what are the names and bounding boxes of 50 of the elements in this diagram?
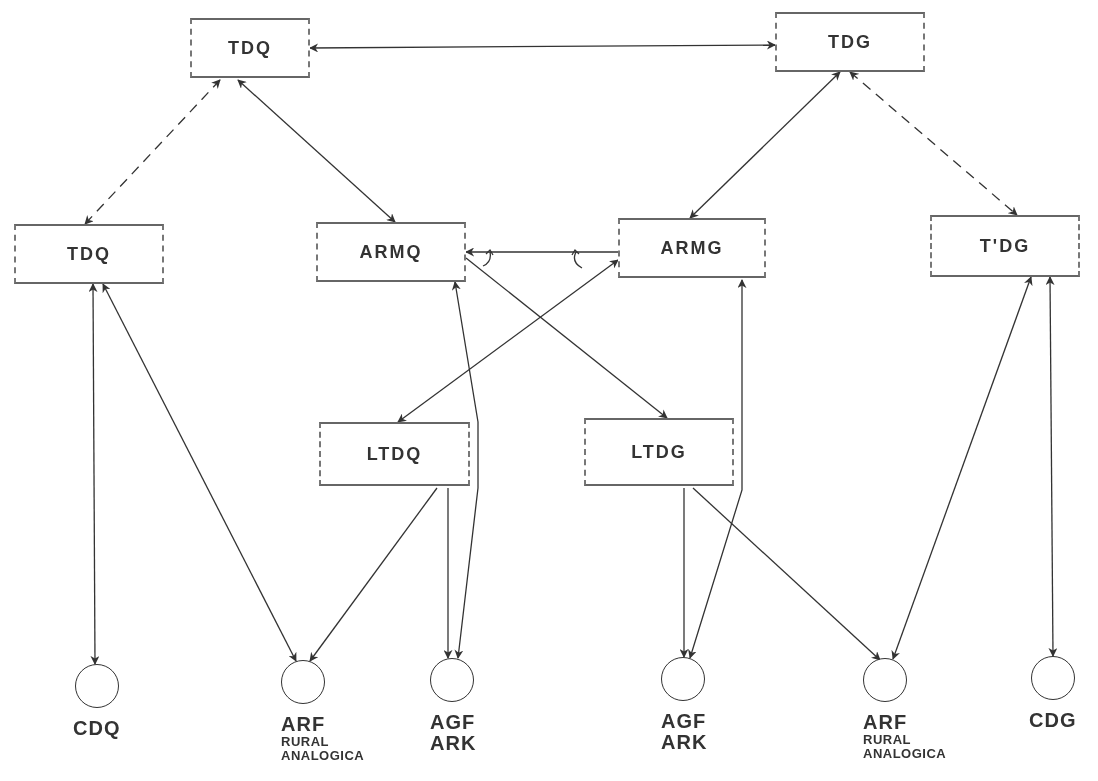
node-caption: CDG [1029,710,1077,731]
arrow [309,40,776,53]
arrow [689,71,841,219]
terminal-circle [863,658,907,702]
arrow [451,281,479,659]
box-label: TDQ [67,243,111,265]
process-box [930,215,1080,277]
process-box [319,422,470,486]
arrow [397,259,619,423]
arrow [443,487,453,659]
arrow [891,276,1033,660]
dashed-arrow [849,71,1018,216]
arrow [679,487,689,658]
terminal-circle [661,657,705,701]
box-label: TDG [828,31,872,53]
node-caption: AGF [661,711,707,732]
node-caption: RURAL ANALOGICA [863,733,947,761]
box-label: TDQ [228,37,272,59]
arrow [102,283,297,662]
arrow [237,79,396,223]
dashed-arrow [84,79,221,225]
node-caption: ARK [430,733,477,754]
node-caption: ARF [863,712,908,733]
arrow [309,487,438,662]
arrow [465,257,668,419]
terminal-circle [75,664,119,708]
arrow [692,487,881,661]
node-caption: ARK [661,732,708,753]
arrow [465,247,619,257]
box-label: T'DG [979,235,1031,257]
box-label: ARMQ [359,241,423,263]
node-caption: AGF [430,712,476,733]
node-caption: ARF [281,714,326,735]
process-box [775,12,925,72]
box-label: ARMG [660,237,724,259]
process-box [316,222,466,282]
box-label: LTDG [631,441,687,463]
arrow [88,283,100,665]
process-box [190,18,310,78]
arrow [688,279,747,659]
terminal-circle [430,658,474,702]
process-box [14,224,164,284]
terminal-circle [281,660,325,704]
process-box [584,418,734,486]
box-label: LTDQ [366,443,423,465]
node-caption: CDQ [73,718,121,739]
arrow [1045,276,1058,657]
terminal-circle [1031,656,1075,700]
process-box [618,218,766,278]
node-caption: RURAL ANALOGICA [281,735,365,763]
